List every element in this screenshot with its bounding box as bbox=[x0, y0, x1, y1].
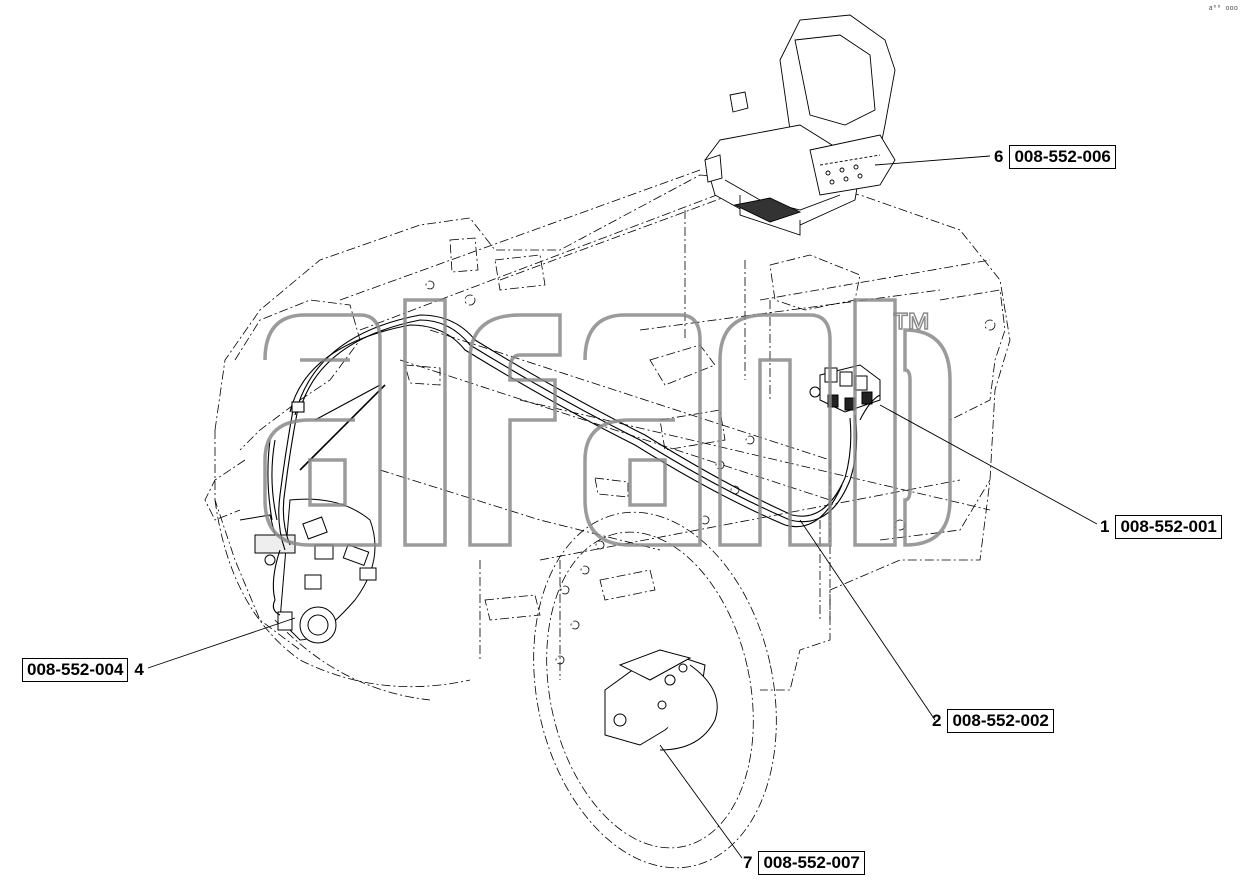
callout-4[interactable]: 008-552-004 4 bbox=[22, 658, 144, 682]
callout-4-index: 4 bbox=[134, 660, 144, 679]
leader-line-6 bbox=[874, 155, 991, 166]
callout-2[interactable]: 2 008-552-002 bbox=[932, 709, 1054, 733]
operator-seat bbox=[704, 14, 896, 236]
leader-line-2 bbox=[799, 519, 936, 721]
leader-lines bbox=[147, 155, 1098, 859]
leader-line-1 bbox=[879, 404, 1098, 525]
callout-2-index: 2 bbox=[932, 711, 942, 730]
callout-4-part-number[interactable]: 008-552-004 bbox=[22, 658, 129, 682]
callout-1-part-number[interactable]: 008-552-001 bbox=[1115, 515, 1222, 539]
callout-7[interactable]: 7 008-552-007 bbox=[743, 851, 865, 875]
callout-7-part-number[interactable]: 008-552-007 bbox=[758, 851, 865, 875]
callout-6[interactable]: 6 008-552-006 bbox=[994, 145, 1116, 169]
callout-7-index: 7 bbox=[743, 853, 753, 872]
callout-2-part-number[interactable]: 008-552-002 bbox=[947, 709, 1054, 733]
callout-1[interactable]: 1 008-552-001 bbox=[1100, 515, 1222, 539]
leader-line-4 bbox=[147, 617, 296, 669]
control-valve-block bbox=[809, 364, 881, 413]
callout-1-index: 1 bbox=[1100, 517, 1110, 536]
drum-drive-motor bbox=[604, 649, 718, 751]
pump-assembly bbox=[239, 498, 377, 644]
watermark-logo bbox=[263, 298, 952, 547]
callout-6-index: 6 bbox=[994, 147, 1004, 166]
corner-mark: a⁰⁰ ooo bbox=[1208, 4, 1238, 12]
watermark-trademark: ™ bbox=[890, 304, 932, 351]
callout-6-part-number[interactable]: 008-552-006 bbox=[1009, 145, 1116, 169]
leader-line-7 bbox=[659, 744, 743, 859]
